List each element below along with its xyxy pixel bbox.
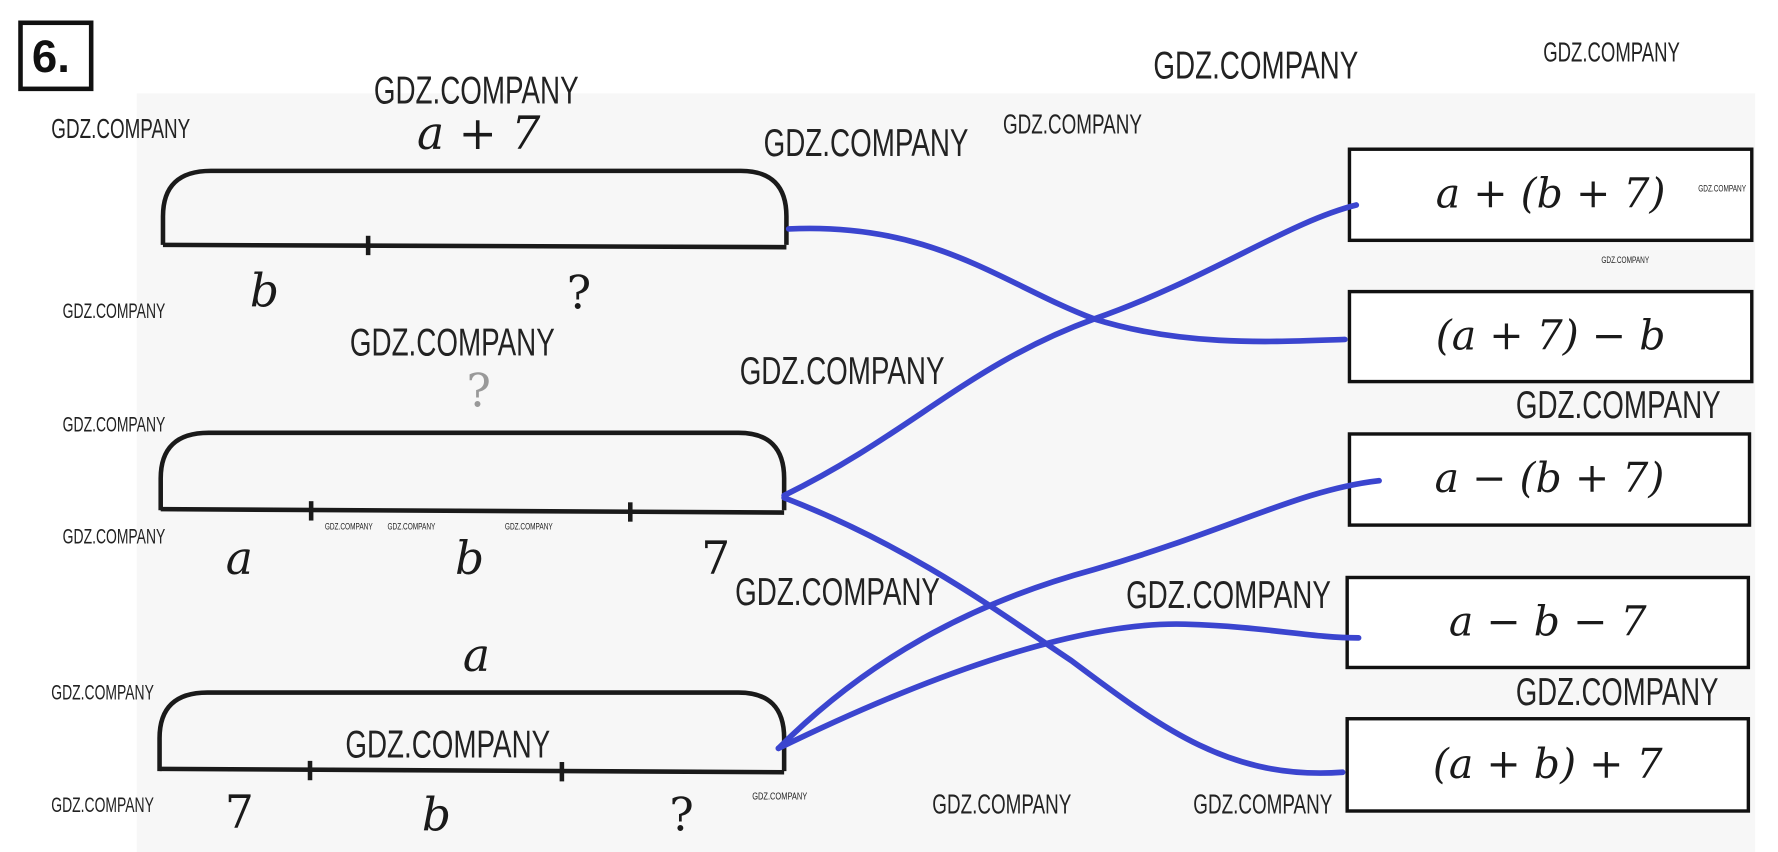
watermark: GDZ.COMPANY [1515,670,1719,715]
watermark: GDZ.COMPANY [51,793,154,818]
total-label: a [462,629,491,683]
watermark: GDZ.COMPANY [1153,44,1359,88]
connector-2-to-1 [781,202,1360,499]
connector-1-to-2 [785,225,1348,345]
watermark: GDZ.COMPANY [1002,109,1142,141]
total-label: a + 7 [417,108,541,161]
watermark: GDZ.COMPANY [51,681,154,706]
segment-diagram-3 [157,690,787,782]
expression-box-1: a + (b + 7) [1435,170,1666,218]
connector-3-to-4 [775,621,1362,752]
segment [162,242,787,250]
expression-box-5: (a + b) + 7 [1432,740,1663,788]
watermark: GDZ.COMPANY [1193,789,1333,821]
watermark: GDZ.COMPANY [387,521,436,532]
watermark: GDZ.COMPANY [349,321,555,365]
expression-frame [1347,432,1752,527]
watermark: GDZ.COMPANY [1698,183,1747,194]
watermark: GDZ.COMPANY [1126,574,1331,618]
expression-frame [1345,717,1751,813]
segment-diagram-1 [160,168,789,256]
watermark: GDZ.COMPANY [345,723,551,767]
connector-2-to-5 [781,494,1346,776]
watermark: GDZ.COMPANY [1601,255,1650,266]
watermark: GDZ.COMPANY [324,521,373,532]
total-label: ? [466,365,491,419]
exercise-number-frame [18,20,94,92]
expression-frame [1347,289,1754,384]
part-label: ? [566,267,592,321]
watermark: GDZ.COMPANY [62,413,166,438]
part-label: b [454,533,485,586]
watermark: GDZ.COMPANY [763,121,969,166]
exercise-number: 6. [31,31,70,83]
watermark: GDZ.COMPANY [739,349,945,393]
watermark: GDZ.COMPANY [1543,37,1680,69]
watermark: GDZ.COMPANY [504,521,553,532]
watermark: GDZ.COMPANY [51,113,191,145]
connector-lines [775,202,1382,776]
segment [160,506,785,515]
watermark: GDZ.COMPANY [62,525,166,550]
part-label: ? [669,789,694,842]
part-label: 7 [224,787,254,840]
part-label: b [249,265,280,318]
watermark: GDZ.COMPANY [373,69,579,113]
part-label: a [225,533,253,586]
expression-frame [1347,147,1754,243]
expression-box-2: (a + 7) − b [1435,312,1666,360]
segment [159,766,785,775]
expression-box-frames [1345,147,1754,813]
watermark: GDZ.COMPANY [932,789,1072,821]
brace [158,430,787,511]
watermark: GDZ.COMPANY [735,570,940,614]
connector-3-to-3 [775,477,1382,752]
part-label: 7 [701,533,731,586]
watermark: GDZ.COMPANY [62,299,166,324]
watermark: GDZ.COMPANY [1515,383,1721,428]
part-label: b [421,789,452,842]
expression-box-3: a − (b + 7) [1434,455,1665,503]
expression-box-4: a − b − 7 [1448,598,1647,646]
expression-frame [1345,575,1751,670]
brace [157,690,787,772]
watermark: GDZ.COMPANY [752,790,808,802]
brace [160,168,789,245]
segment-diagram-2 [158,430,787,522]
